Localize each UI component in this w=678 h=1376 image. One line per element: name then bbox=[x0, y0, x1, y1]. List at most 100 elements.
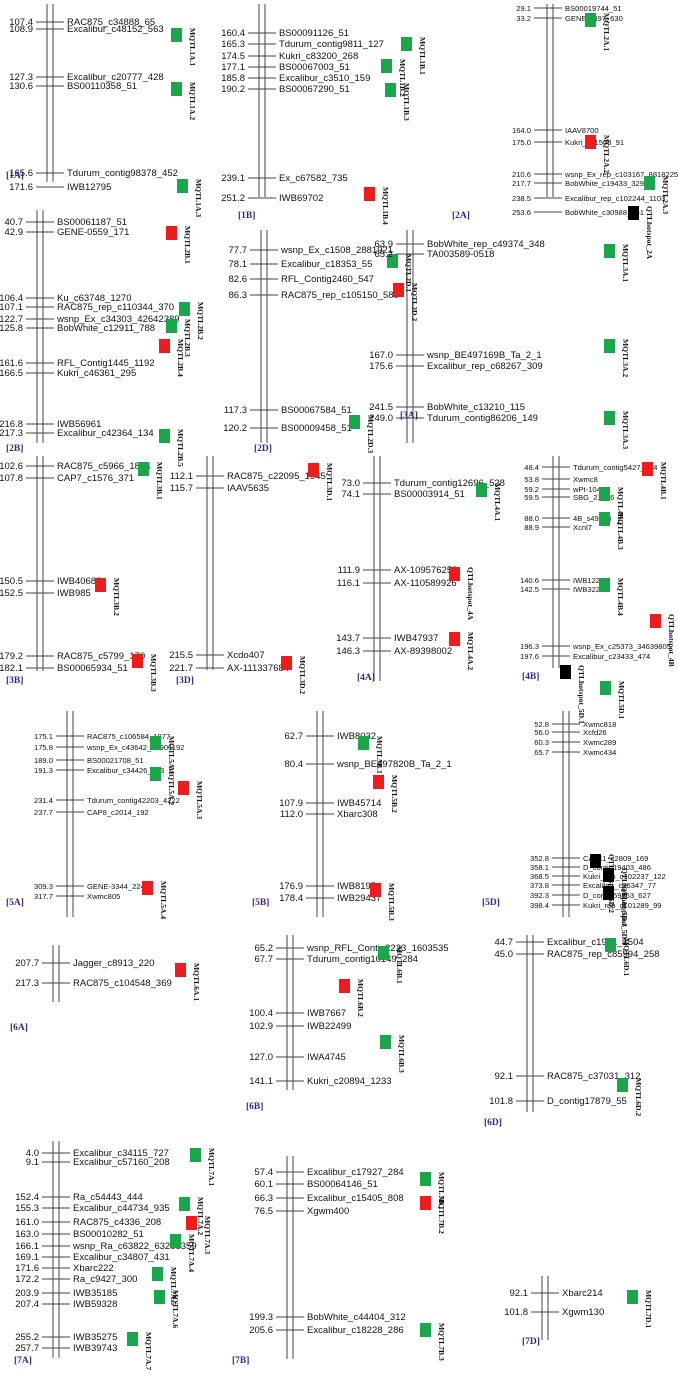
qtl-mqtl2d-2: MQTL2D.2 bbox=[393, 283, 419, 321]
qtl-box-red bbox=[449, 567, 460, 581]
marker-name: BS00067584_51 bbox=[281, 405, 352, 416]
qtl-mqtl2a-3: MQTL2A.3 bbox=[644, 176, 670, 214]
marker-name: IWB985 bbox=[57, 588, 91, 599]
marker-name: IWB35275 bbox=[73, 1332, 117, 1343]
qtl-mqtl4b-1: MQTL4B.1 bbox=[642, 462, 668, 500]
marker-name: wsnp_Ex_c34303_42642389 bbox=[56, 314, 180, 325]
marker-name: wsnp_BE497820B_Ta_2_1 bbox=[336, 759, 452, 770]
qtl-box-green bbox=[605, 938, 616, 952]
qtl-box-green bbox=[476, 483, 487, 497]
qtl-mqtl6b-3: MQTL6B.3 bbox=[380, 1035, 406, 1073]
qtl-label: MQTL5B.1 bbox=[375, 736, 384, 774]
qtl-box-red bbox=[132, 654, 143, 668]
marker-position: 373.8 bbox=[530, 881, 549, 890]
marker-name: Excalibur_c48152_563 bbox=[67, 24, 164, 35]
marker-name: Excalibur_c18353_55 bbox=[281, 259, 372, 270]
marker-position: 317.7 bbox=[34, 892, 53, 901]
qtl-mqtl5b-2: MQTL5B.2 bbox=[373, 775, 399, 813]
marker-name: RAC875_rep_c85994_258 bbox=[547, 949, 660, 960]
qtl-mqtl7a-5: MQTL7A.5 bbox=[152, 1267, 178, 1305]
qtl-label: MQTL1B.4 bbox=[381, 187, 390, 225]
marker-position: 191.3 bbox=[34, 766, 53, 775]
marker: 398.4 Kukri_rep_c101289_99 bbox=[530, 901, 662, 910]
marker-name: Kukri_c20894_1233 bbox=[307, 1076, 392, 1087]
qtl-box-red bbox=[166, 226, 177, 240]
marker-name: Excalibur_c3510_159 bbox=[279, 73, 370, 84]
qtl-box-green bbox=[166, 319, 177, 333]
qtl-mqtl5a-3: MQTL5A.3 bbox=[178, 781, 204, 819]
marker-position: 143.7 bbox=[336, 633, 360, 644]
marker-position: 172.2 bbox=[15, 1274, 39, 1285]
marker-name: Ex_c67582_735 bbox=[279, 173, 348, 184]
qtl-box-red bbox=[393, 283, 404, 297]
marker-name: Xwmc434 bbox=[583, 748, 616, 757]
marker-position: 196.3 bbox=[520, 642, 539, 651]
marker-name: IWB69702 bbox=[279, 193, 323, 204]
qtl-box-green bbox=[600, 681, 611, 695]
marker-name: AX-89398002 bbox=[394, 646, 452, 657]
group-label: [1B] bbox=[238, 211, 255, 221]
marker-name: BS00067003_51 bbox=[279, 62, 350, 73]
qtl-mqtl3d-2: MQTL3D.2 bbox=[281, 656, 307, 694]
marker-position: 33.2 bbox=[516, 14, 531, 23]
group-label: [2B] bbox=[6, 444, 23, 454]
qtl-mqtl3d-1: MQTL3D.1 bbox=[308, 463, 334, 501]
qtl-box-green bbox=[179, 302, 190, 316]
group-label: [7A] bbox=[14, 1356, 32, 1366]
marker-position: 398.4 bbox=[530, 901, 549, 910]
marker-position: 48.4 bbox=[524, 463, 539, 472]
marker-position: 141.1 bbox=[249, 1076, 273, 1087]
qtl-label: MQTL2B.1 bbox=[183, 226, 192, 264]
qtl-box-red bbox=[308, 463, 319, 477]
qtl-label: MQTL3B.1 bbox=[155, 462, 164, 500]
marker-position: 205.6 bbox=[249, 1325, 273, 1336]
group-label: [6A] bbox=[10, 1023, 28, 1033]
marker-position: 174.5 bbox=[221, 51, 245, 62]
marker-name: Excalibur_c42364_134 bbox=[57, 428, 154, 439]
marker-name: Excalibur_c44734_935 bbox=[73, 1203, 170, 1214]
qtl-mqtl5d-1: MQTL5D.1 bbox=[600, 681, 626, 719]
qtl-mqtl7d-1: MQTL7D.1 bbox=[627, 1290, 653, 1328]
marker-position: 60.1 bbox=[255, 1179, 274, 1190]
qtl-box-green bbox=[420, 1172, 431, 1186]
marker-position: 217.3 bbox=[15, 978, 39, 989]
marker-name: BS00064146_51 bbox=[307, 1179, 378, 1190]
marker-position: 59.2 bbox=[524, 485, 539, 494]
qtl-label: MQTL4B.4 bbox=[616, 578, 625, 616]
marker-position: 238.5 bbox=[512, 194, 531, 203]
marker-name: Kukri_rep_c101289_99 bbox=[583, 901, 662, 910]
marker-position: 190.2 bbox=[221, 84, 245, 95]
qtl-box-green bbox=[171, 82, 182, 96]
qtl-box-red bbox=[339, 979, 350, 993]
marker-name: GENE-3344_224 bbox=[87, 882, 145, 891]
qtl-box-green bbox=[401, 37, 412, 51]
qtl-label: MQTL7A.6 bbox=[171, 1290, 180, 1328]
marker-name: CAP11_c2809_169 bbox=[583, 854, 648, 863]
marker-position: 65.2 bbox=[375, 249, 394, 260]
group-label: [6D] bbox=[484, 1118, 502, 1128]
marker-position: 392.3 bbox=[530, 891, 549, 900]
marker-position: 163.0 bbox=[15, 1229, 39, 1240]
marker-name: Tdurum_contig42203_4222 bbox=[87, 796, 180, 805]
marker-name: IWB12795 bbox=[67, 182, 111, 193]
marker-position: 358.1 bbox=[530, 863, 549, 872]
group-label: [3B] bbox=[6, 676, 23, 686]
